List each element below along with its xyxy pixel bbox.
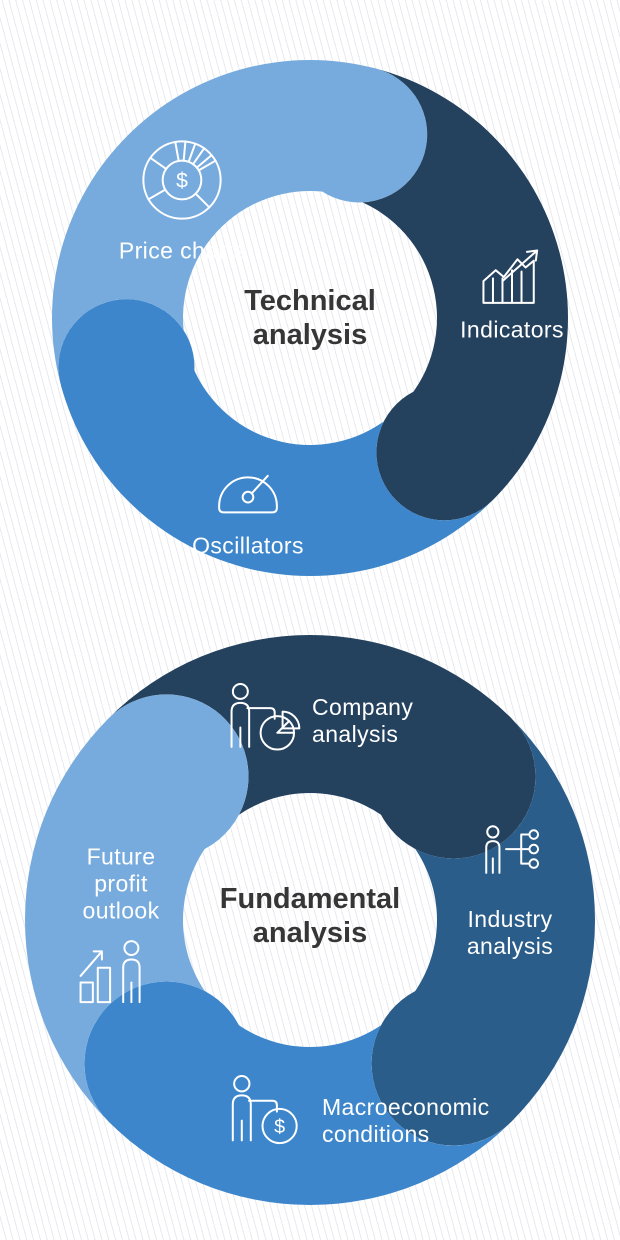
wheel-segment-head bbox=[84, 694, 249, 859]
fundamental-analysis-title: Fundamental analysis bbox=[219, 883, 401, 949]
segment-label-macroeconomic-conditions: Macroeconomic conditions bbox=[322, 1094, 490, 1147]
gauge-icon bbox=[210, 450, 286, 526]
fundamental-analysis-wheel bbox=[24, 634, 596, 1206]
person-growth-icon bbox=[74, 930, 156, 1012]
svg-text:$: $ bbox=[176, 169, 188, 192]
segment-label-indicators: Indicators bbox=[460, 316, 564, 343]
technical-analysis-wheel bbox=[51, 59, 568, 576]
segment-label-price-charts: Price charts bbox=[118, 237, 246, 264]
wheel-segment-head bbox=[58, 299, 195, 436]
svg-text:$: $ bbox=[274, 1116, 285, 1138]
wheel-segment-head bbox=[84, 981, 249, 1146]
wheel-segment-head bbox=[371, 981, 536, 1146]
growth-chart-icon bbox=[478, 243, 546, 311]
person-pie-icon bbox=[221, 680, 309, 768]
segment-label-company-analysis: Company analysis bbox=[312, 694, 414, 747]
segment-label-industry-analysis: Industry analysis bbox=[466, 906, 554, 959]
segment-label-future-profit-outlook: Future profit outlook bbox=[82, 843, 160, 924]
technical-analysis-title: Technical analysis bbox=[244, 285, 376, 351]
wheel-segment-head bbox=[291, 66, 428, 203]
donut-dollar-icon: $ bbox=[136, 134, 228, 226]
wheel-segment-head bbox=[376, 384, 513, 521]
wheel-segment-head bbox=[371, 694, 536, 859]
person-hierarchy-icon bbox=[477, 824, 543, 890]
person-dollar-icon: $ bbox=[222, 1072, 312, 1162]
segment-label-oscillators: Oscillators bbox=[192, 532, 304, 559]
